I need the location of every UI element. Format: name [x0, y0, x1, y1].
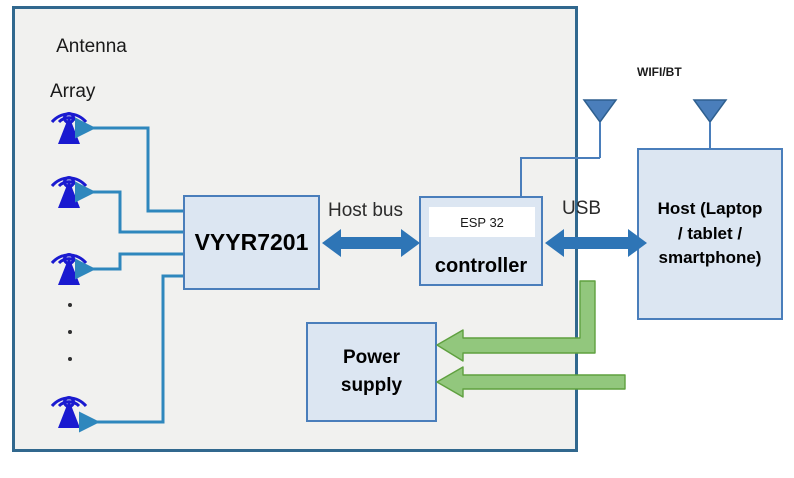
power-label-line2: supply	[340, 375, 403, 396]
triangle-antenna-left	[580, 96, 620, 158]
triangle-antenna-right	[690, 96, 730, 152]
vyyr7201-label: VYYR7201	[194, 229, 309, 255]
esp32-chip-subbox: ESP 32	[429, 207, 535, 237]
antenna-tower-1	[38, 84, 100, 146]
antenna-array-label-line2: Array	[50, 81, 96, 103]
antenna-tower-2	[38, 148, 100, 210]
antenna-array-label: Antenna Array	[36, 14, 127, 148]
antenna-tower-3	[38, 225, 100, 287]
ellipsis-dot-3	[68, 357, 72, 361]
wifi-bt-label: WIFI/BT	[637, 65, 682, 79]
host-bus-label: Host bus	[328, 200, 403, 221]
power-supply-block[interactable]: Power supply	[306, 322, 437, 422]
host-label-line3: smartphone)	[658, 248, 762, 268]
esp32-controller-block[interactable]: ESP 32 controller	[419, 196, 543, 286]
esp32-chip-label: ESP 32	[460, 214, 504, 230]
vyyr7201-block[interactable]: VYYR7201	[183, 195, 320, 290]
host-label-line1: Host (Laptop	[657, 199, 763, 219]
host-device-block[interactable]: Host (Laptop / tablet / smartphone)	[637, 148, 783, 320]
antenna-tower-4	[38, 368, 100, 430]
power-label-line1: Power	[342, 347, 401, 369]
controller-label: controller	[434, 255, 528, 277]
ellipsis-dot-2	[68, 330, 72, 334]
usb-label: USB	[562, 198, 602, 219]
ellipsis-dot-1	[68, 303, 72, 307]
host-label-line2: / tablet /	[677, 223, 743, 243]
antenna-array-label-line1: Antenna	[56, 36, 127, 58]
